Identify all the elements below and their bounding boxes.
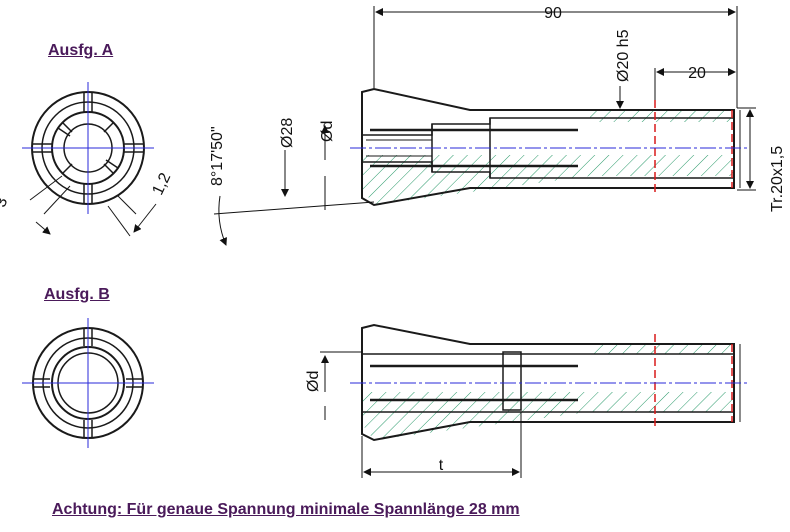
end-view-a: [22, 82, 157, 237]
variant-a-title: Ausfg. A: [48, 42, 114, 59]
cone-angle-label: 8°17'50": [209, 126, 226, 186]
side-view-a: [350, 87, 748, 207]
cone-diameter-label: Ø28: [279, 118, 296, 148]
end-view-b: [22, 318, 154, 448]
slot-offset-label: 1,2: [150, 170, 175, 197]
note-text: Achtung: Für genaue Spannung minimale Sp…: [52, 501, 520, 518]
thread-length-label: 20: [688, 65, 706, 82]
thread-label: Tr.20x1,5: [769, 146, 786, 212]
overall-length-label: 90: [544, 5, 562, 22]
collet-outline-b: [361, 323, 735, 442]
bore-b-label: Ød: [305, 371, 322, 392]
bore-a-label: Ød: [319, 121, 336, 142]
dimension-lines-b: [320, 351, 522, 478]
slots-a: [32, 92, 144, 204]
dimension-lines-a: [213, 6, 756, 246]
shank-diameter-label: Ø20 h5: [615, 29, 632, 82]
clamp-depth-label: t: [439, 457, 444, 474]
slot-width-label: 3: [0, 195, 11, 209]
variant-b-title: Ausfg. B: [44, 286, 110, 303]
side-view-b: [350, 323, 748, 442]
